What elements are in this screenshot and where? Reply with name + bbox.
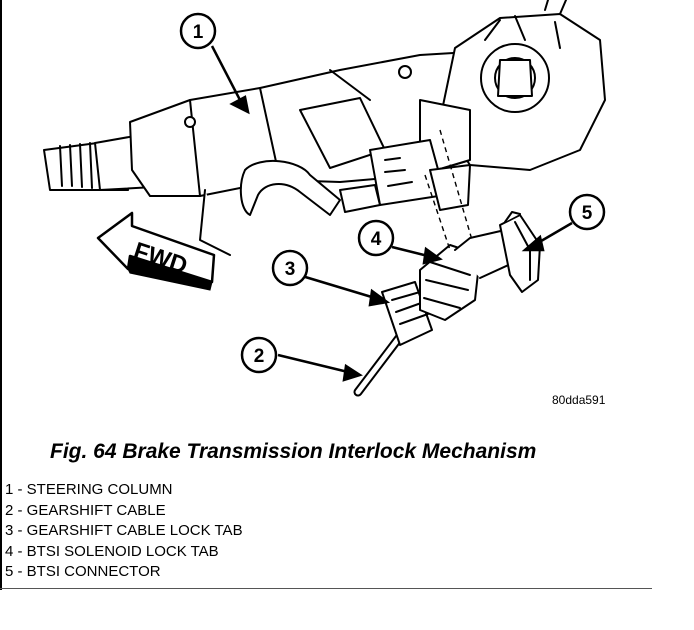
figure-caption: Fig. 64 Brake Transmission Interlock Mec… — [50, 440, 537, 463]
forward-arrow-icon: FWD — [96, 211, 216, 291]
svg-text:1: 1 — [193, 22, 204, 43]
column-upper-assembly — [369, 0, 606, 211]
callout-1: 1 — [179, 12, 217, 50]
callout-5: 5 — [568, 193, 606, 231]
svg-text:4: 4 — [371, 229, 382, 250]
legend-item: 4 - BTSI SOLENOID LOCK TAB — [5, 542, 219, 560]
column-bracket — [239, 159, 381, 216]
callout-4: 4 — [357, 219, 395, 257]
svg-text:2: 2 — [254, 346, 265, 367]
legend-item: 2 - GEARSHIFT CABLE — [5, 501, 166, 519]
frame-left-border — [0, 0, 2, 590]
svg-text:3: 3 — [285, 259, 296, 280]
legend-item: 1 - STEERING COLUMN — [5, 481, 173, 498]
svg-text:5: 5 — [582, 203, 593, 224]
btsi-connector — [499, 211, 541, 293]
callout-3: 3 — [271, 249, 309, 287]
legend-list: 1 - STEERING COLUMN 2 - GEARSHIFT CABLE … — [5, 480, 243, 583]
interlock-diagram: FWD 1 2 3 4 5 — [43, 0, 606, 397]
btsi-solenoid — [419, 229, 516, 321]
reference-lines — [424, 129, 473, 251]
legend-item: 3 - GEARSHIFT CABLE LOCK TAB — [5, 522, 243, 540]
figure-code: 80dda591 — [552, 393, 606, 407]
legend-item: 5 - BTSI CONNECTOR — [5, 563, 161, 581]
frame-bottom-rule — [0, 588, 652, 589]
callout-2: 2 — [240, 336, 278, 374]
callout-leaders — [210, 45, 573, 382]
